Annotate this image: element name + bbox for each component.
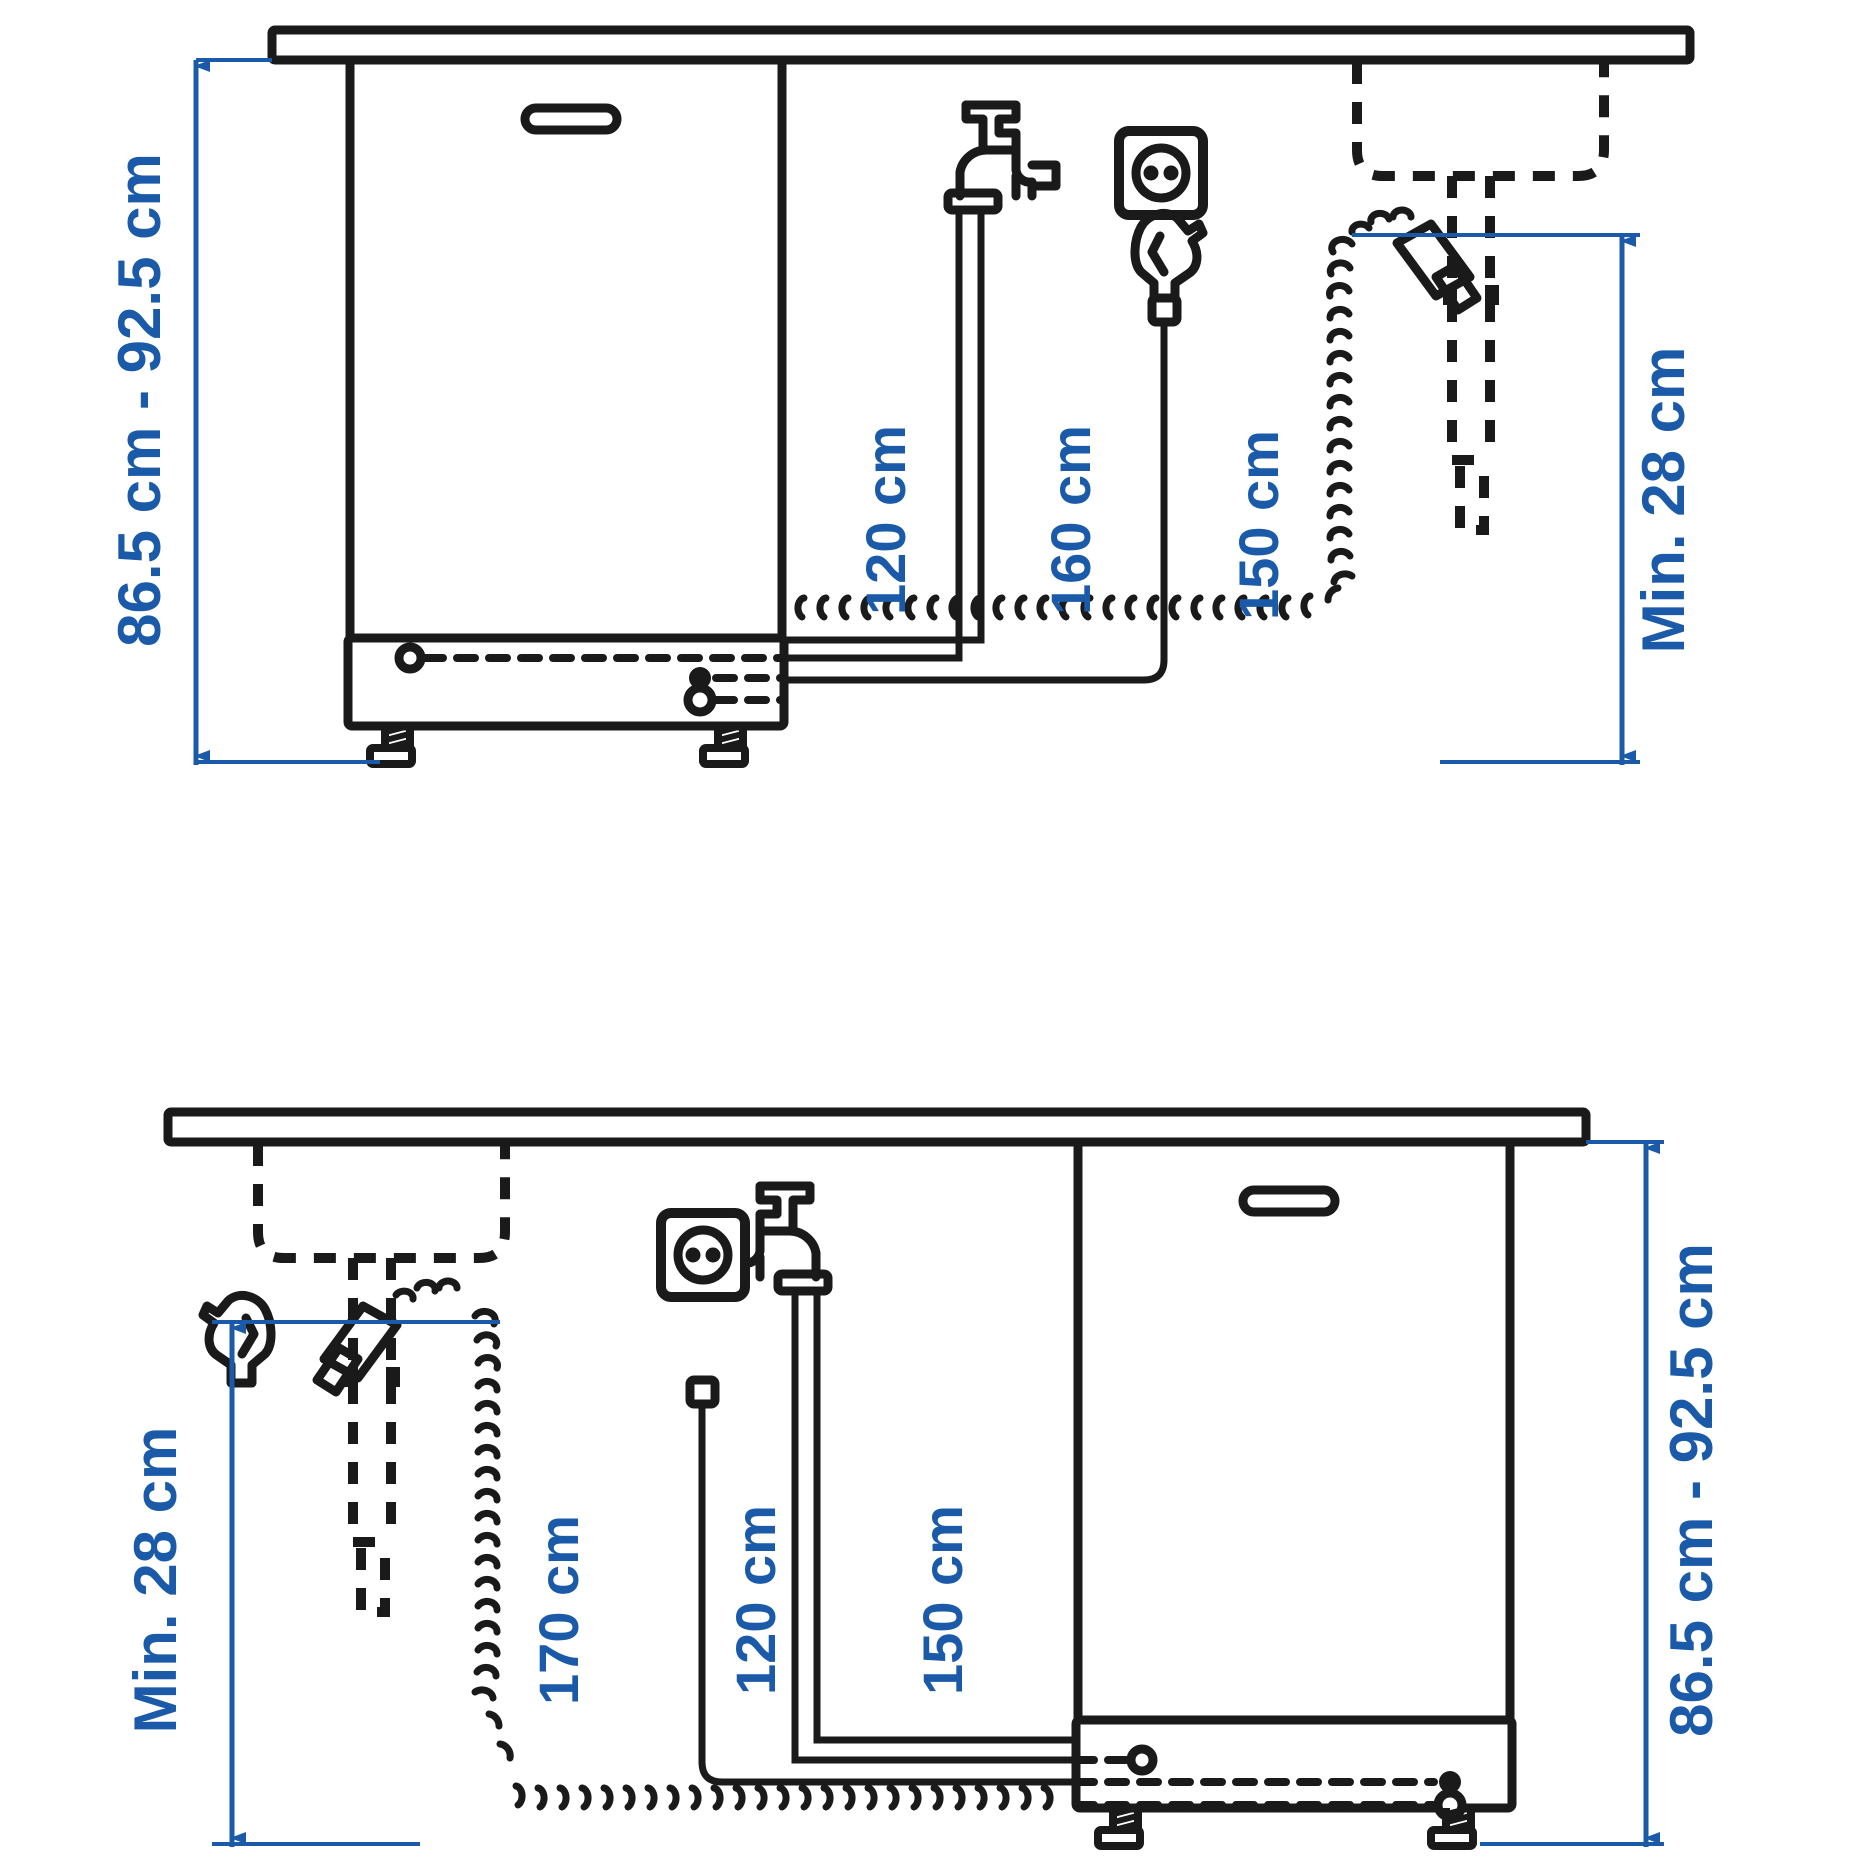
water-hose-inner — [813, 1293, 1076, 1744]
power-plug-collar — [685, 1375, 720, 1409]
water-inlet-connection-point — [1126, 1744, 1158, 1776]
dimension-min-drain-height-top: Min. 28 cm — [1352, 233, 1697, 765]
power-socket-icon — [656, 1208, 750, 1302]
corrugated-drain-hose — [392, 1277, 1054, 1811]
dimension-worktop-height-bottom: 86.5 cm - 92.5 cm — [1480, 1140, 1725, 1847]
dimension-label-drain-hose-bottom: 170 cm — [527, 1515, 590, 1705]
adjustable-foot-right — [1427, 1805, 1477, 1850]
sink-drain-pipe — [1447, 176, 1495, 535]
water-hose-outer — [791, 1293, 1076, 1764]
water-tap-icon — [943, 100, 1061, 215]
drain-hose-nozzle — [1392, 219, 1482, 315]
dimension-label-min-drain-height-top: Min. 28 cm — [1630, 347, 1697, 654]
sink-bowl — [253, 1144, 510, 1263]
power-socket-icon — [1114, 126, 1208, 220]
power-cable — [698, 1404, 1076, 1786]
power-connection-point — [689, 667, 711, 689]
drain-inlet-right — [1485, 285, 1499, 305]
dimension-label-min-drain-height-bottom: Min. 28 cm — [122, 1427, 189, 1734]
dishwasher-door — [345, 62, 787, 640]
water-hose-inner — [784, 212, 985, 644]
dishwasher-handle — [520, 103, 622, 135]
dimension-label-worktop-height-top: 86.5 cm - 92.5 cm — [106, 153, 173, 647]
dimension-label-water-hose-top: 120 cm — [854, 425, 917, 615]
water-tap-icon — [715, 1181, 833, 1296]
power-plug-icon — [1130, 208, 1208, 306]
diagram-top: 86.5 cm - 92.5 cm 120 cm 160 cm 150 cm M… — [106, 25, 1697, 768]
drain-connection-point — [683, 683, 717, 717]
dishwasher-door — [1073, 1144, 1515, 1722]
adjustable-foot-right — [699, 723, 749, 768]
drain-hose-nozzle — [312, 1301, 402, 1397]
water-inlet-connection-point — [394, 642, 426, 674]
dishwasher-handle — [1238, 1185, 1340, 1217]
sink-bowl — [1352, 62, 1609, 181]
worktop — [267, 25, 1695, 65]
dimension-label-water-hose-bottom: 150 cm — [911, 1505, 974, 1695]
power-cable — [784, 322, 1168, 684]
water-hose-outer — [784, 212, 963, 662]
adjustable-foot-left — [1094, 1805, 1144, 1850]
power-connection-point — [1439, 1771, 1461, 1793]
dimension-label-drain-hose-top: 150 cm — [1227, 430, 1290, 620]
corrugated-drain-hose — [794, 206, 1415, 621]
dimension-label-power-cable-bottom: 120 cm — [724, 1505, 787, 1695]
dimension-min-drain-height-bottom: Min. 28 cm — [122, 1320, 500, 1847]
diagram-bottom: Min. 28 cm 170 cm 120 cm 150 cm 86.5 cm … — [122, 1107, 1725, 1850]
worktop — [163, 1107, 1591, 1147]
power-plug-collar — [1147, 293, 1182, 327]
adjustable-foot-left — [366, 723, 416, 768]
dimension-label-worktop-height-bottom: 86.5 cm - 92.5 cm — [1658, 1243, 1725, 1737]
dimension-worktop-height-top: 86.5 cm - 92.5 cm — [106, 58, 380, 765]
dimension-label-power-cable-top: 160 cm — [1039, 425, 1102, 615]
drain-inlet-right — [386, 1367, 400, 1387]
power-plug-icon — [198, 1290, 276, 1388]
